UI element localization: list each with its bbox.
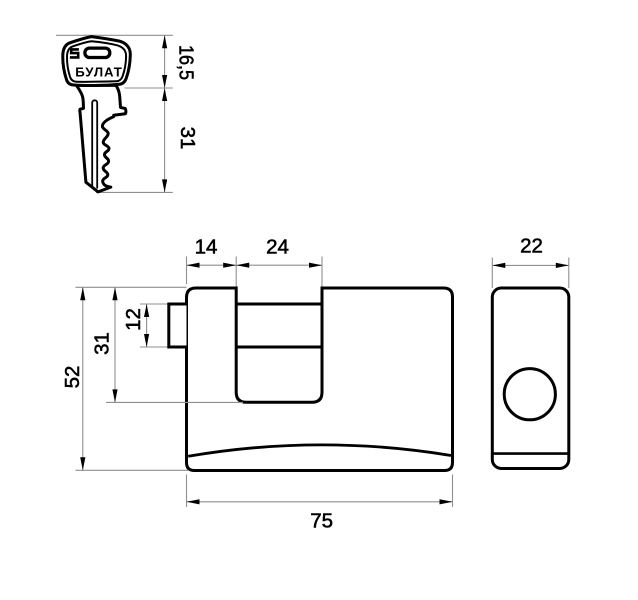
svg-text:22: 22 [520, 235, 543, 258]
svg-text:24: 24 [266, 235, 289, 258]
svg-text:БУЛАТ: БУЛАТ [75, 65, 123, 80]
svg-text:31: 31 [91, 332, 114, 355]
svg-text:52: 52 [61, 366, 84, 389]
svg-text:12: 12 [122, 308, 145, 331]
svg-text:75: 75 [310, 510, 333, 533]
svg-text:14: 14 [195, 235, 218, 258]
svg-text:16,5: 16,5 [175, 45, 198, 80]
svg-text:31: 31 [176, 127, 199, 150]
